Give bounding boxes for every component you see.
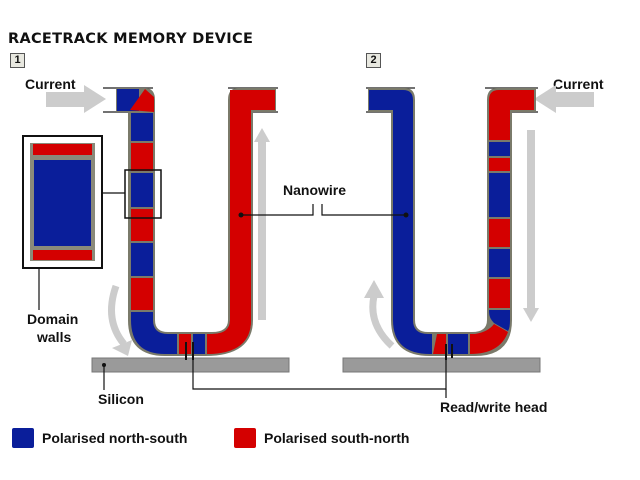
legend-label-south-north: Polarised south-north: [264, 430, 410, 446]
domain-segment: [131, 113, 153, 141]
silicon-substrate-2: [342, 357, 541, 373]
nanowire-u-2: [368, 88, 536, 356]
current-arrow-left: [46, 85, 106, 113]
step-badge-1: 1: [10, 53, 25, 68]
read-write-head-1: [185, 342, 194, 360]
curved-arrow-2: [369, 295, 395, 349]
current-arrow-right: [534, 85, 594, 113]
domain-segment: [131, 173, 153, 207]
domain-segment: [131, 143, 153, 171]
curved-arrow-1: [108, 284, 127, 347]
leader-lines: [38, 192, 447, 398]
domain-segment: [131, 243, 153, 276]
silicon-substrate-1: [91, 357, 290, 373]
domain-segment: [131, 278, 153, 310]
domain-segment: [489, 279, 510, 308]
motion-arrow-up-1: [254, 128, 270, 320]
read-write-head-2: [445, 344, 453, 360]
step-badge-2: 2: [366, 53, 381, 68]
nanowire-label: Nanowire: [283, 182, 347, 198]
zoom-frame: [124, 169, 162, 219]
motion-arrow-down-2: [523, 130, 539, 322]
domain-segment: [131, 209, 153, 241]
diagram-title: RACETRACK MEMORY DEVICE: [8, 31, 254, 47]
inlet-guides: [103, 87, 538, 113]
domain-segment: [489, 173, 510, 217]
domain-wall-inset: [22, 135, 103, 269]
current-label-left: Current: [25, 76, 76, 92]
domain-segment: [489, 158, 510, 171]
nanowire-u-1: [116, 88, 276, 356]
domain-segment: [489, 219, 510, 247]
domain-segment: [489, 249, 510, 277]
current-label-right: Current: [553, 76, 604, 92]
legend-swatch-north-south: [12, 428, 34, 448]
domain-walls-label-line1: Domain: [27, 311, 79, 327]
legend-label-north-south: Polarised north-south: [42, 430, 188, 446]
legend-swatch-south-north: [234, 428, 256, 448]
domain-segment: [489, 142, 510, 156]
domain-walls-label-line2: walls: [37, 329, 72, 345]
silicon-label: Silicon: [98, 391, 144, 407]
read-write-head-label: Read/write head: [440, 399, 548, 415]
